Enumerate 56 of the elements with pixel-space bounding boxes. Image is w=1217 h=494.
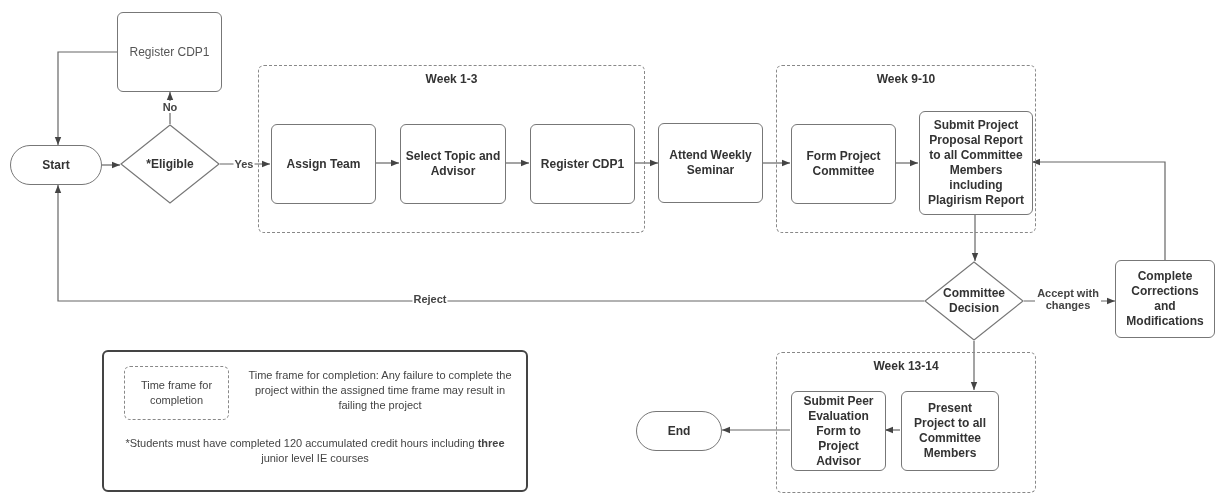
process-box xyxy=(117,12,222,92)
node-label: Register CDP1 xyxy=(540,156,625,172)
terminal-pill xyxy=(636,411,722,451)
decision-diamond xyxy=(924,261,1024,341)
decision-diamond xyxy=(120,124,220,204)
edge-label: No xyxy=(161,101,179,113)
arrow xyxy=(504,159,530,167)
node-label: Present Project to all Committee Members xyxy=(913,401,987,461)
node-label: Week 9-10 xyxy=(876,72,936,87)
node-label: Week 1-3 xyxy=(425,72,478,87)
node-label: Submit Peer Evaluation Form to Project Advisor xyxy=(802,393,875,469)
node-label: Attend Weekly Seminar xyxy=(668,148,753,178)
arrow xyxy=(721,426,791,434)
arrow xyxy=(970,340,978,391)
arrow xyxy=(633,159,659,167)
legend-text: Time frame for completion: Any failure to complete the project within the assigned time frame may result in failing the project xyxy=(247,368,513,413)
arrow xyxy=(54,51,118,146)
edge-label: Yes xyxy=(233,158,255,170)
arrow xyxy=(374,159,400,167)
process-box xyxy=(400,124,506,204)
process-box xyxy=(919,111,1033,215)
arrow xyxy=(894,159,919,167)
node-label: Week 13-14 xyxy=(873,359,939,374)
time-frame-group xyxy=(776,65,1036,233)
edge-label: Reject xyxy=(412,293,448,305)
node-label: Start xyxy=(42,157,70,173)
process-box xyxy=(1115,260,1215,338)
arrow xyxy=(101,161,121,169)
edge-label: Accept with changes xyxy=(1035,287,1101,311)
node-label: *Eligible xyxy=(146,156,194,172)
arrow xyxy=(971,213,979,262)
arrow xyxy=(884,426,901,434)
process-box xyxy=(791,391,886,471)
footnote-text: *Students must have completed 120 accumulated credit hours including three junior level IE courses xyxy=(124,436,506,466)
terminal-pill xyxy=(10,145,102,185)
process-box xyxy=(791,124,896,204)
node-label: Form Project Committee xyxy=(805,149,882,179)
node-label: Committee Decision xyxy=(943,286,1005,316)
node-label: Select Topic and Advisor xyxy=(405,149,501,179)
time-frame-sample: Time frame for completion xyxy=(124,366,229,420)
node-label: End xyxy=(667,423,691,439)
process-box xyxy=(271,124,376,204)
process-box xyxy=(530,124,635,204)
process-box xyxy=(901,391,999,471)
arrow xyxy=(762,159,791,167)
legend-box xyxy=(102,350,528,492)
node-label: Submit Project Proposal Report to all Committee Members including Plagirism Report xyxy=(927,118,1025,208)
time-frame-group xyxy=(258,65,645,233)
arrow xyxy=(54,184,925,302)
process-box xyxy=(658,123,763,203)
arrow xyxy=(1031,158,1166,261)
time-frame-group xyxy=(776,352,1036,493)
arrow xyxy=(166,91,174,125)
node-label: Assign Team xyxy=(286,156,361,172)
node-label: Register CDP1 xyxy=(129,44,210,60)
node-label: Complete Corrections and Modifications xyxy=(1125,269,1205,329)
